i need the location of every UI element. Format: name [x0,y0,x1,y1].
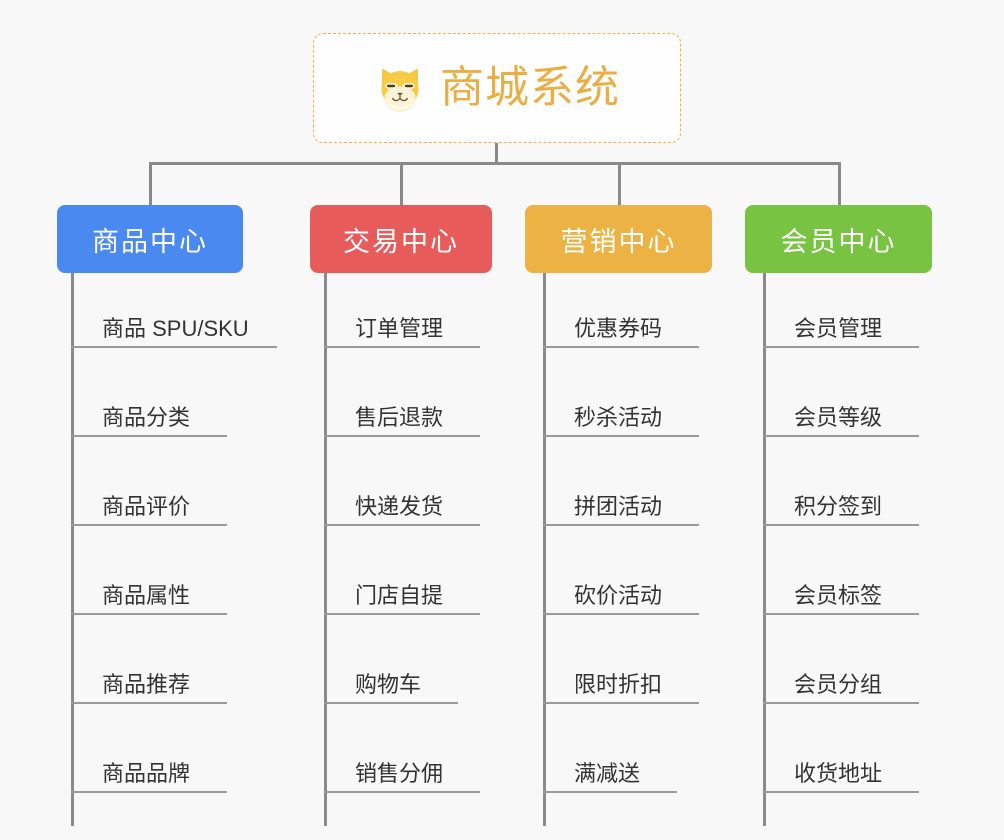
root-title: 商城系统 [440,63,620,112]
category-header-trade[interactable]: 交易中心 [310,205,492,273]
category-header-product[interactable]: 商品中心 [57,205,243,273]
leaf-rule [71,435,227,437]
leaf-label: 商品推荐 [102,672,191,697]
leaf-rule [763,435,919,437]
leaf-label: 会员管理 [794,316,883,341]
leaf-label: 会员等级 [794,405,883,430]
shiba-dog-face-icon [381,68,419,113]
leaf-rule [763,791,919,793]
leaf-rule [71,613,227,615]
connector-horizontal-bus [149,162,841,165]
leaf-label: 秒杀活动 [574,405,663,430]
leaf-label: 商品 SPU/SKU [102,316,249,341]
connector-drop-3 [618,162,621,205]
leaf-label: 优惠券码 [574,316,663,341]
category-header-label: 会员中心 [780,226,897,257]
leaf-rule [543,791,677,793]
category-header-label: 营销中心 [560,226,677,257]
leaf-rule [324,524,480,526]
leaf-rule [763,702,919,704]
leaf-rule [71,791,227,793]
root-node[interactable]: 商城系统 [313,33,681,143]
leaf-label: 会员分组 [794,672,883,697]
leaf-label: 商品评价 [102,494,191,519]
leaf-label: 快递发货 [355,494,444,519]
leaf-rule [543,435,699,437]
leaf-label: 砍价活动 [574,583,663,608]
leaf-rule [324,435,480,437]
leaf-label: 拼团活动 [574,494,663,519]
leaf-rule [543,613,699,615]
leaf-rule [71,346,277,348]
leaf-rule [71,702,227,704]
leaf-rule [543,346,699,348]
connector-root-stem [495,143,498,165]
column-spine [324,273,327,826]
connector-drop-1 [149,162,152,205]
category-header-marketing[interactable]: 营销中心 [525,205,712,273]
leaf-rule [324,613,480,615]
leaf-label: 商品属性 [102,583,191,608]
connector-drop-4 [838,162,841,205]
leaf-rule [543,524,699,526]
category-header-label: 商品中心 [92,226,208,257]
leaf-label: 门店自提 [355,583,444,608]
leaf-label: 积分签到 [794,494,883,519]
leaf-rule [324,702,458,704]
leaf-label: 会员标签 [794,583,883,608]
leaf-label: 限时折扣 [574,672,663,697]
leaf-rule [763,613,919,615]
leaf-label: 订单管理 [355,316,444,341]
leaf-label: 售后退款 [355,405,444,430]
leaf-rule [324,346,480,348]
leaf-label: 购物车 [355,672,422,697]
column-spine [71,273,74,826]
leaf-rule [763,346,919,348]
leaf-rule [71,524,227,526]
leaf-rule [543,702,699,704]
connector-drop-2 [400,162,403,205]
column-spine [543,273,546,826]
category-header-label: 交易中心 [343,226,459,257]
leaf-label: 收货地址 [794,761,883,786]
leaf-label: 商品分类 [102,405,191,430]
leaf-rule [763,524,919,526]
leaf-rule [324,791,480,793]
leaf-label: 商品品牌 [102,761,191,786]
column-spine [763,273,766,826]
leaf-label: 满减送 [574,761,641,786]
category-header-member[interactable]: 会员中心 [745,205,932,273]
leaf-label: 销售分佣 [355,761,444,786]
